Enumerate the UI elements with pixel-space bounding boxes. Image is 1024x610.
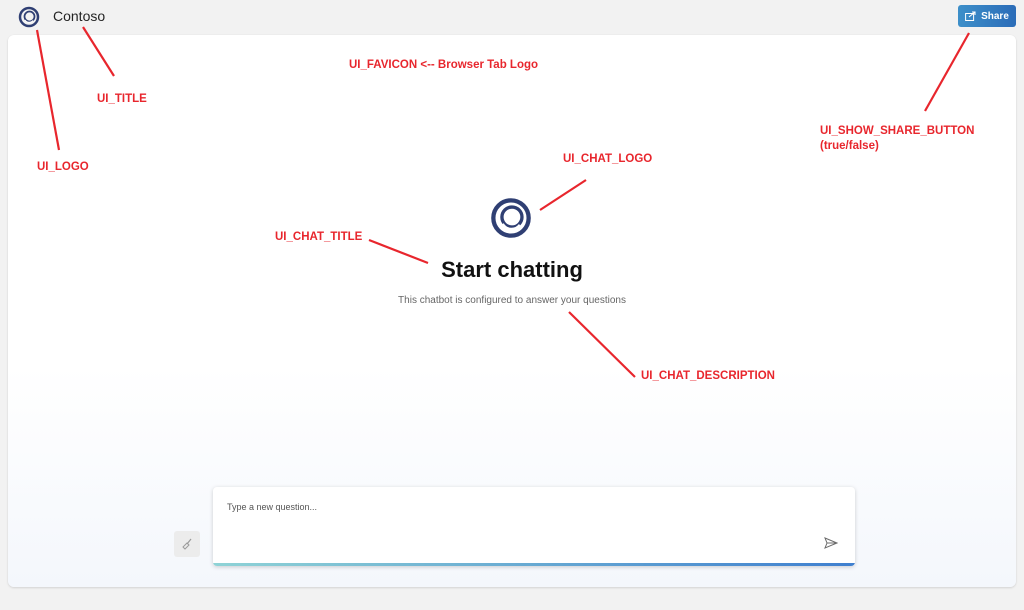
annotation-ui-show-share-button-line1: UI_SHOW_SHARE_BUTTON <box>820 125 975 137</box>
broom-icon <box>182 538 192 550</box>
annotation-ui-favicon: UI_FAVICON <-- Browser Tab Logo <box>349 59 539 71</box>
question-input[interactable] <box>227 497 787 517</box>
share-button-label: Share <box>981 10 1009 22</box>
chat-logo-icon <box>491 198 531 238</box>
annotation-ui-chat-description: UI_CHAT_DESCRIPTION <box>641 370 775 382</box>
question-box-accent-bar <box>213 563 855 566</box>
question-box <box>213 487 855 566</box>
send-icon <box>824 537 838 549</box>
app-title: Contoso <box>53 8 106 24</box>
annotation-ui-chat-logo: UI_CHAT_LOGO <box>563 153 653 165</box>
clear-chat-button[interactable] <box>174 531 200 557</box>
share-button[interactable]: Share <box>958 5 1016 27</box>
annotation-ui-show-share-button-line2: (true/false) <box>820 140 879 152</box>
chat-description: This chatbot is configured to answer you… <box>398 295 626 306</box>
chat-title: Start chatting <box>441 257 583 282</box>
annotation-ui-logo: UI_LOGO <box>37 161 89 173</box>
send-button[interactable] <box>822 535 840 551</box>
ring-logo-icon <box>18 6 40 28</box>
header: Contoso Share <box>0 0 1024 34</box>
annotation-ui-show-share-button: UI_SHOW_SHARE_BUTTON (true/false) <box>820 124 974 154</box>
annotation-ui-title: UI_TITLE <box>97 93 147 105</box>
annotation-ui-chat-title: UI_CHAT_TITLE <box>275 231 363 243</box>
share-icon <box>965 11 976 21</box>
